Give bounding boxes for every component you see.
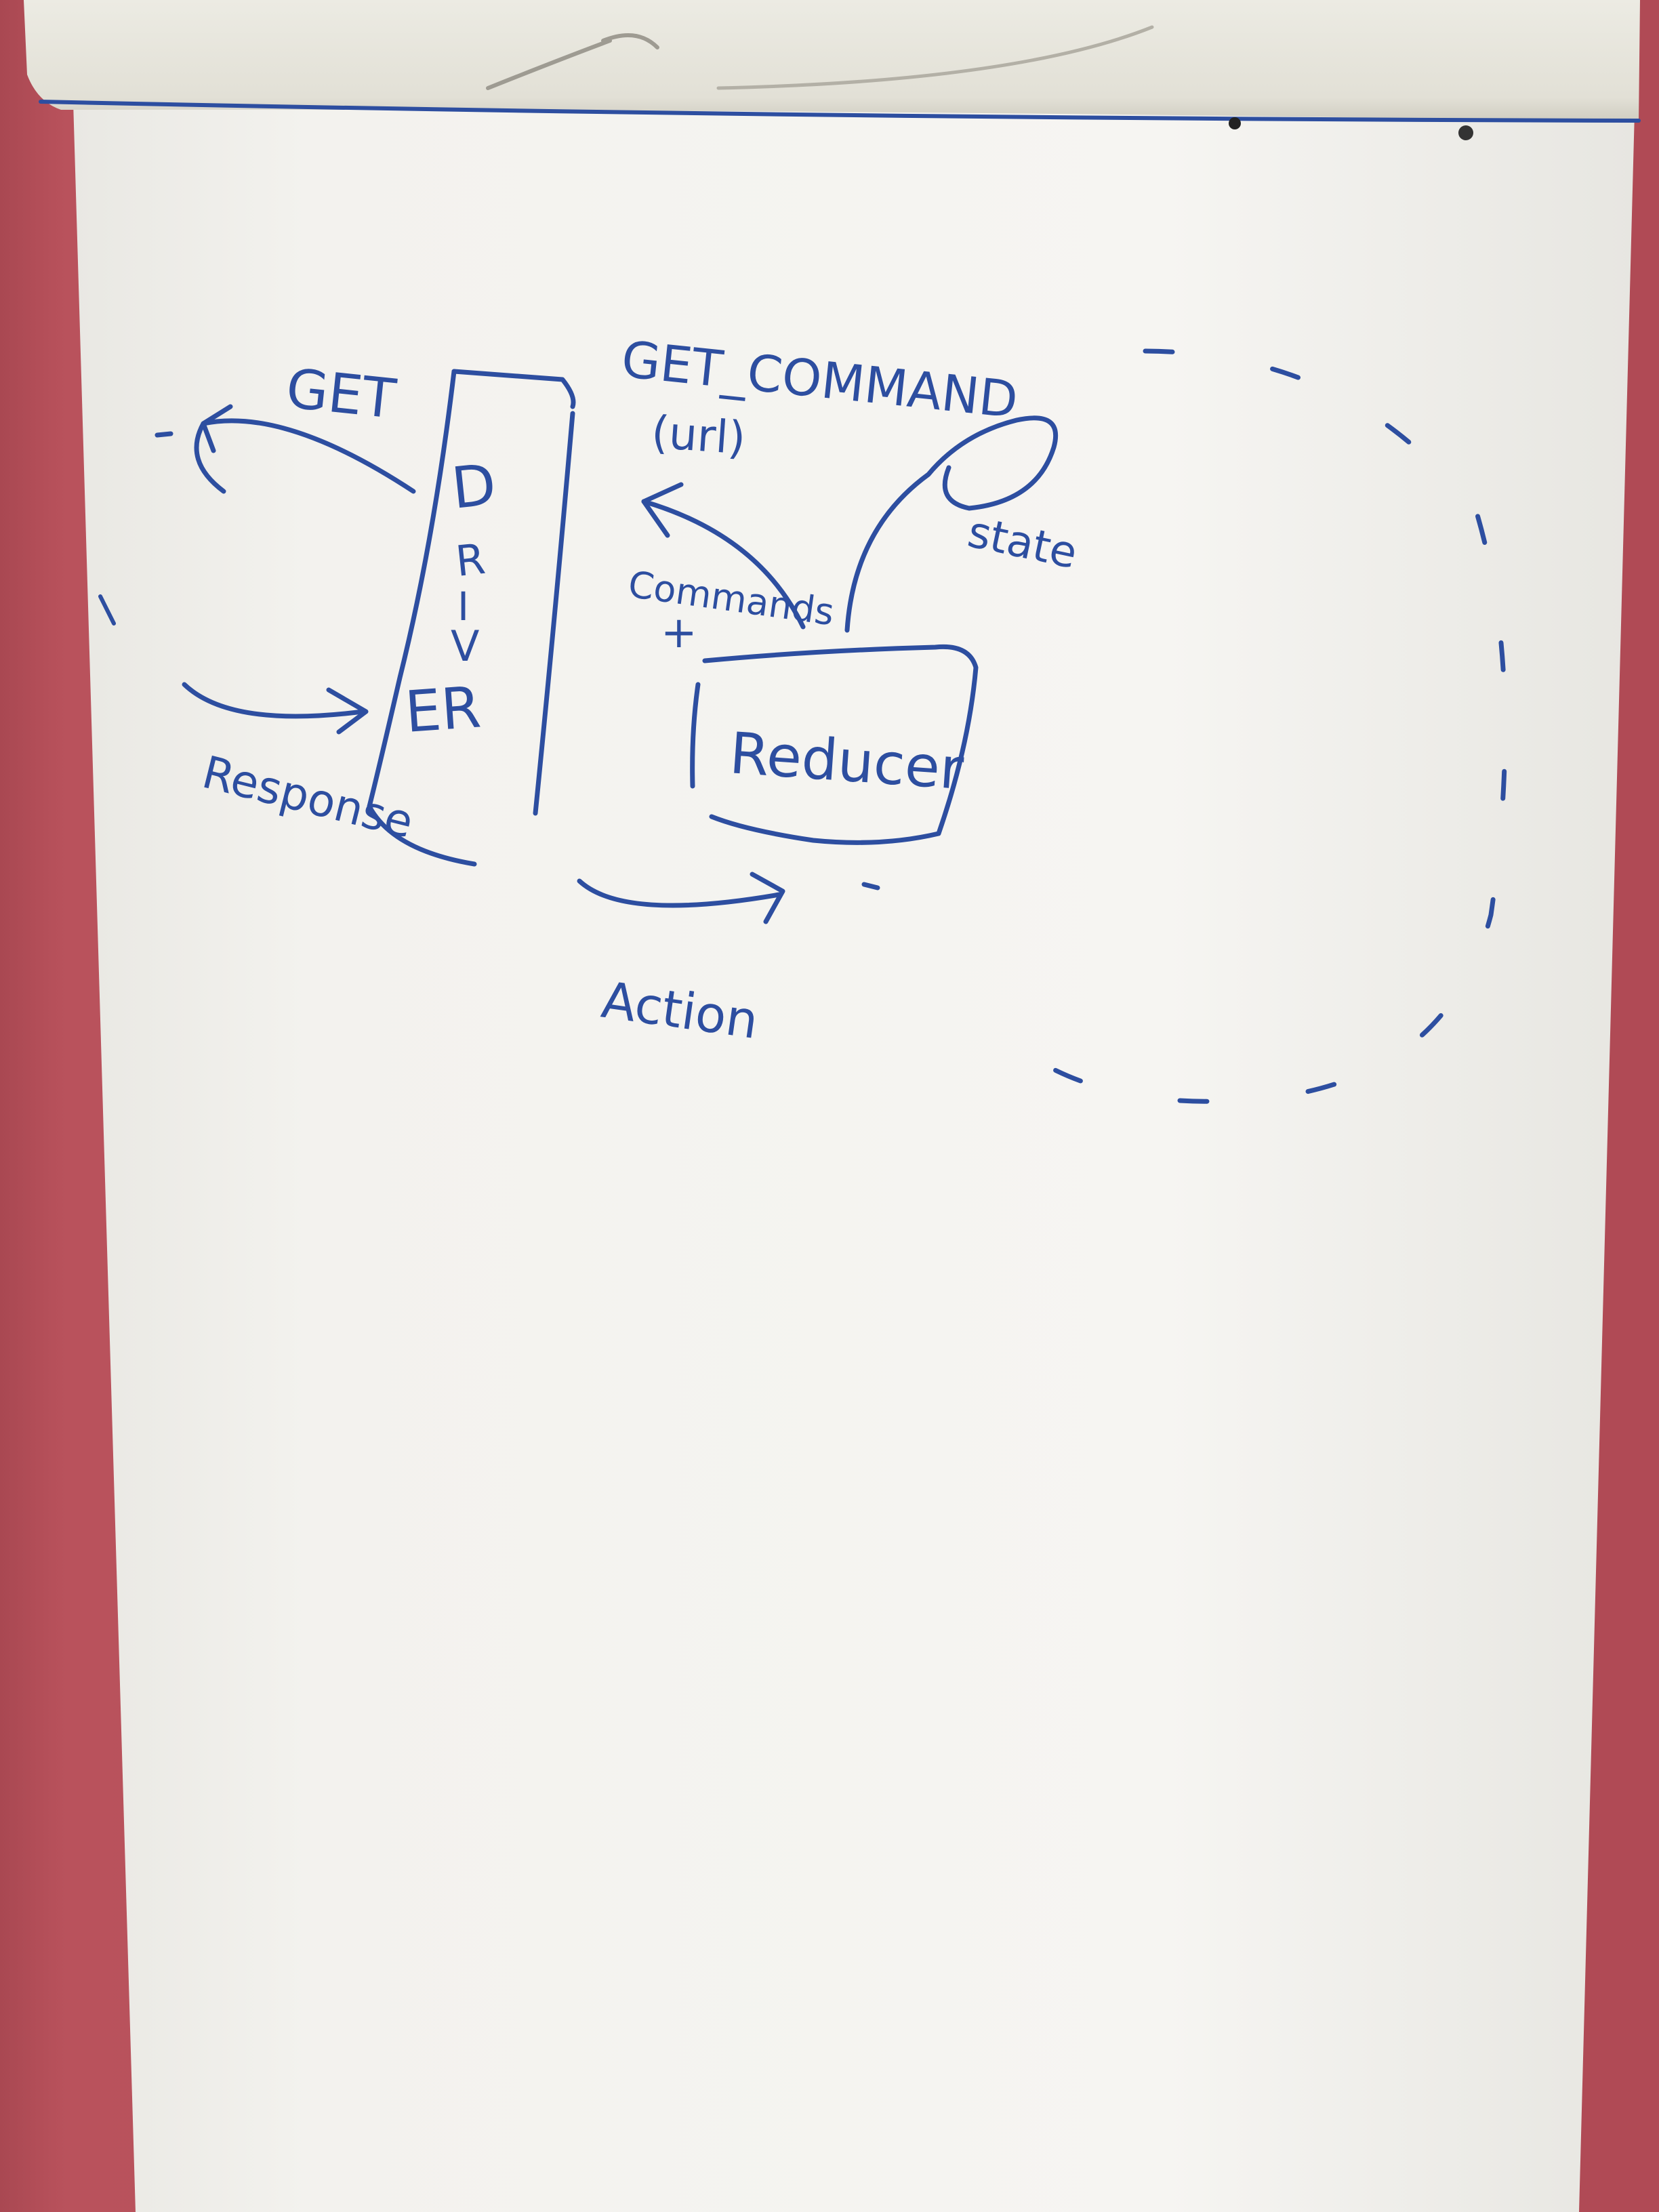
paper-roll xyxy=(24,0,1640,122)
driver-letter-d: D xyxy=(449,451,499,522)
commands-arrow xyxy=(641,482,806,630)
commands-plus: + xyxy=(661,608,697,658)
roll-bleed-mark xyxy=(486,33,659,90)
dashed-loop-left-tick xyxy=(98,594,116,626)
driver-letter-er: ER xyxy=(403,674,483,745)
get-label: GET xyxy=(283,356,399,430)
driver-letter-v: V xyxy=(451,621,479,671)
get-command-args: (url) xyxy=(650,406,747,464)
get-arrow xyxy=(155,404,416,494)
paper-sheet xyxy=(73,102,1635,2212)
reducer-label: Reducer xyxy=(728,720,966,802)
driver-letter-r: R xyxy=(453,534,487,586)
driver-label: D R I V ER xyxy=(403,451,499,745)
driver-letter-i: I xyxy=(457,583,469,630)
roll-bleed-curve xyxy=(716,25,1154,90)
state-loop xyxy=(844,415,1059,633)
driver-box xyxy=(367,369,576,867)
response-arrow xyxy=(182,682,369,735)
binder-ring-left xyxy=(1229,117,1241,129)
reducer-box xyxy=(690,644,979,845)
action-arrow xyxy=(577,872,880,924)
binder-ring-right xyxy=(1458,125,1473,140)
roll-shadow-line xyxy=(39,100,1641,123)
